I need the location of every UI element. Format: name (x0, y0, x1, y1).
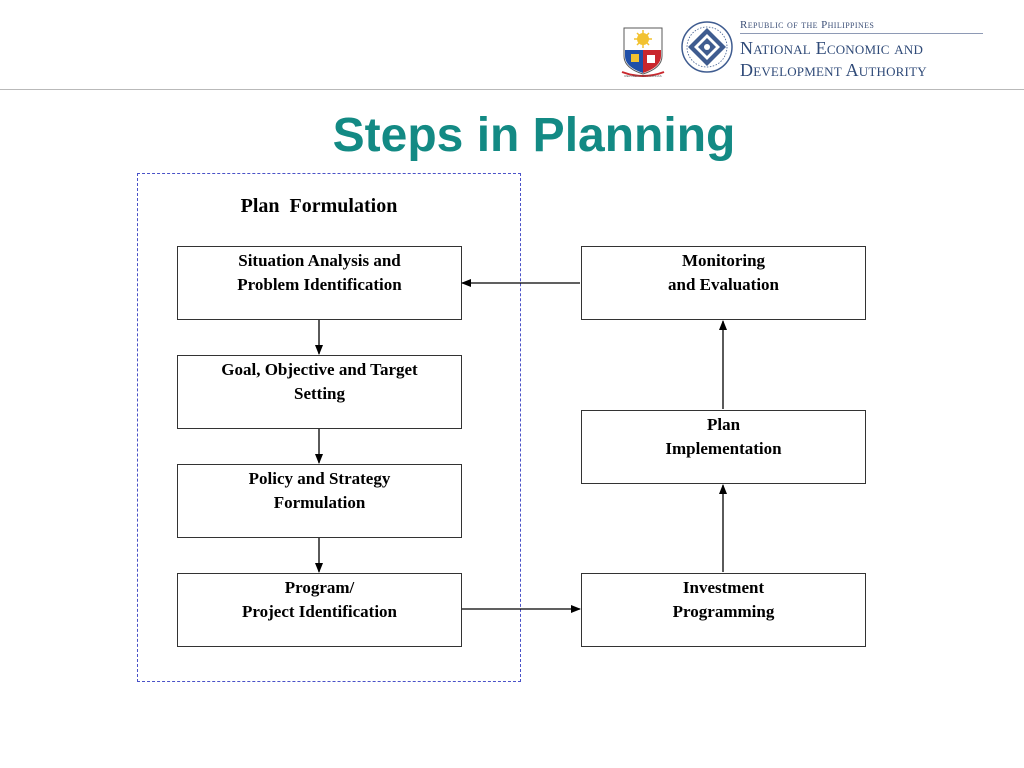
plan-formulation-label: Plan Formulation (240, 195, 398, 217)
republic-label: Republic of the Philippines (740, 19, 875, 31)
page-title: Steps in Planning (332, 109, 736, 162)
philippine-seal-logo: REPUBLIKA NG PILIPINAS (621, 27, 665, 78)
step-investment-programming: Investment Programming (581, 573, 866, 647)
step-situation-analysis: Situation Analysis and Problem Identific… (177, 246, 462, 320)
agency-name-rule (740, 33, 983, 34)
step-policy-strategy: Policy and Strategy Formulation (177, 464, 462, 538)
neda-logo (681, 21, 733, 73)
seal-text: REPUBLIKA NG PILIPINAS (624, 74, 661, 78)
step-plan-implementation: Plan Implementation (581, 410, 866, 484)
agency-name-block: Republic of the Philippines National Eco… (740, 18, 990, 81)
step-monitoring-evaluation: Monitoring and Evaluation (581, 246, 866, 320)
step-goal-setting: Goal, Objective and Target Setting (177, 355, 462, 429)
header-divider (0, 89, 1024, 90)
agency-name-line1: National Economic and (740, 38, 924, 58)
plan-formulation-group (137, 173, 521, 682)
agency-name-line2: Development Authority (740, 60, 927, 80)
step-project-identification: Program/ Project Identification (177, 573, 462, 647)
